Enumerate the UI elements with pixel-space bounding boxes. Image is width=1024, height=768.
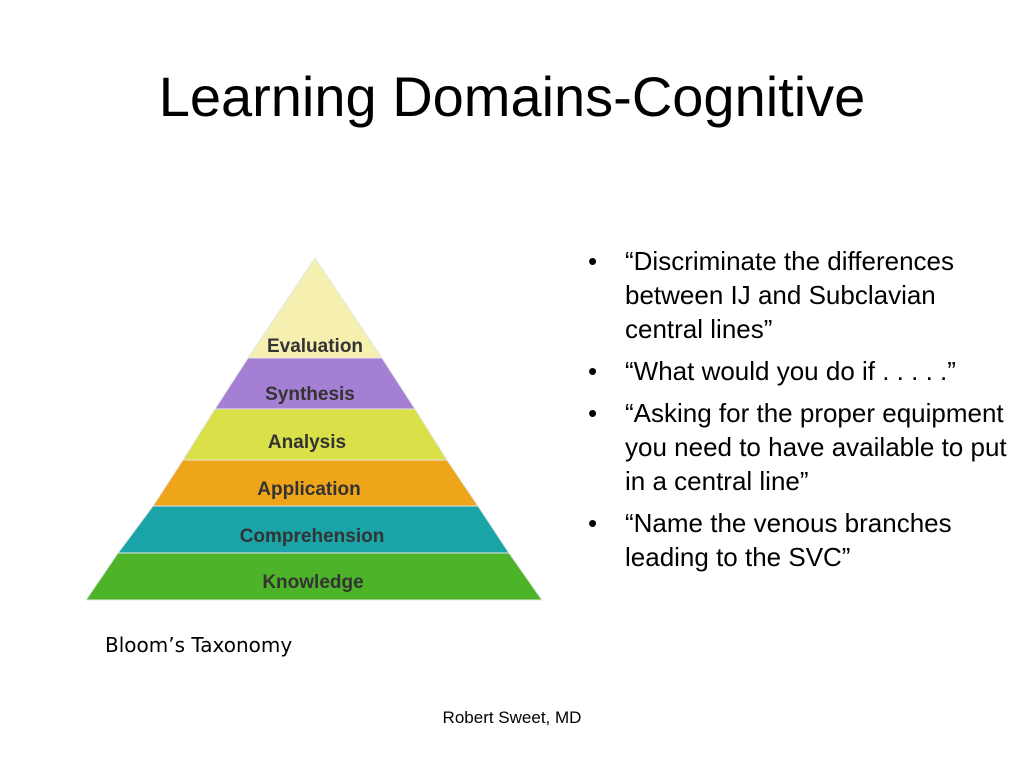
- slide-title: Learning Domains-Cognitive: [158, 65, 866, 128]
- pyramid-label-analysis: Analysis: [268, 432, 346, 453]
- bullet-text: “Name the venous branches leading to the…: [625, 508, 952, 572]
- bullet-marker: •: [588, 356, 598, 386]
- pyramid-label-synthesis: Synthesis: [265, 384, 355, 405]
- pyramid-level-knowledge: [85, 552, 543, 601]
- bullet-text: “Asking for the proper equipment you nee…: [625, 398, 1007, 496]
- pyramid-caption: Bloom’s Taxonomy: [105, 633, 293, 657]
- pyramid-label-comprehension: Comprehension: [240, 526, 385, 547]
- bullet-item: • “Asking for the proper equipment you n…: [588, 396, 1008, 498]
- bullet-marker: •: [588, 508, 598, 538]
- slide-footer: Robert Sweet, MD: [442, 708, 582, 727]
- pyramid-label-application: Application: [257, 479, 360, 500]
- bullet-list: • “Discriminate the differences between …: [588, 244, 1008, 582]
- bullet-text: “What would you do if . . . . .”: [625, 356, 956, 386]
- bullet-text: “Discriminate the differences between IJ…: [625, 246, 954, 344]
- pyramid-label-knowledge: Knowledge: [262, 572, 363, 593]
- bullet-item: • “Name the venous branches leading to t…: [588, 506, 1008, 574]
- bullet-marker: •: [588, 398, 598, 428]
- bullet-item: • “Discriminate the differences between …: [588, 244, 1008, 346]
- bullet-marker: •: [588, 246, 598, 276]
- pyramid-label-evaluation: Evaluation: [267, 336, 363, 357]
- bullet-item: • “What would you do if . . . . .”: [588, 354, 1008, 388]
